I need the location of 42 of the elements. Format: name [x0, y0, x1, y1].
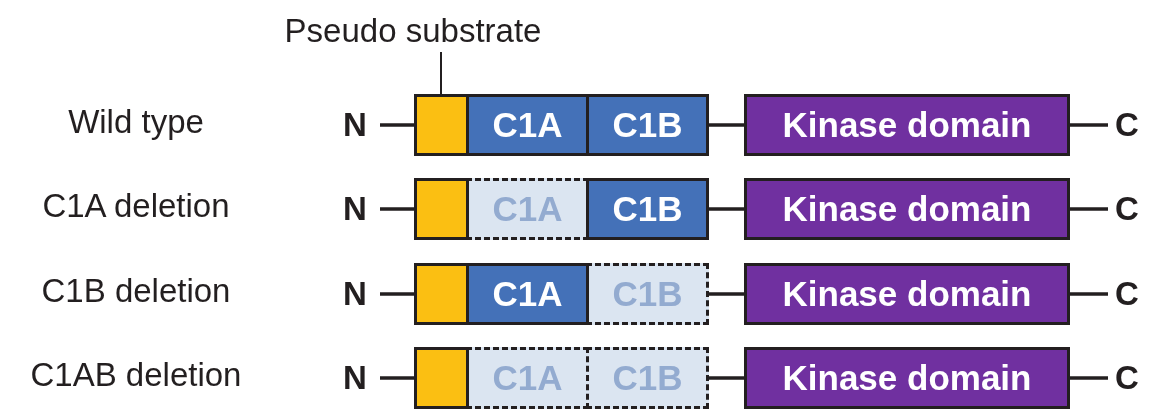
- terminus-label: C: [1108, 178, 1146, 240]
- domain-box: Kinase domain: [744, 347, 1070, 409]
- deleted-domain-box: C1A: [466, 347, 589, 409]
- linker-line: [380, 292, 414, 296]
- domain-box: C1B: [586, 178, 709, 240]
- domain-box: Kinase domain: [744, 178, 1070, 240]
- row-label: C1A deletion: [41, 187, 231, 225]
- terminus-label: N: [333, 263, 377, 325]
- domain-box: Kinase domain: [744, 94, 1070, 156]
- terminus-label: N: [333, 178, 377, 240]
- linker-line: [709, 123, 744, 127]
- domain-box: C1B: [586, 94, 709, 156]
- terminus-label: N: [333, 347, 377, 409]
- deleted-domain-box: C1B: [586, 347, 709, 409]
- linker-line: [380, 207, 414, 211]
- domain-box: [414, 94, 469, 156]
- terminus-label: C: [1108, 347, 1146, 409]
- domain-box: [414, 178, 469, 240]
- row-label: Wild type: [67, 103, 205, 141]
- row-label: C1AB deletion: [29, 356, 243, 394]
- linker-line: [709, 292, 744, 296]
- terminus-label: C: [1108, 94, 1146, 156]
- linker-line: [380, 376, 414, 380]
- linker-line: [709, 207, 744, 211]
- domain-box: [414, 347, 469, 409]
- linker-line: [1070, 292, 1108, 296]
- deleted-domain-box: C1B: [586, 263, 709, 325]
- linker-line: [709, 376, 744, 380]
- domain-box: C1A: [466, 263, 589, 325]
- annotation-text: Pseudo substrate: [253, 10, 573, 52]
- row-label: C1B deletion: [40, 272, 232, 310]
- deleted-domain-box: C1A: [466, 178, 589, 240]
- linker-line: [1070, 376, 1108, 380]
- terminus-label: N: [333, 94, 377, 156]
- domain-box: C1A: [466, 94, 589, 156]
- linker-line: [1070, 207, 1108, 211]
- leader-line: [440, 51, 442, 95]
- domain-box: Kinase domain: [744, 263, 1070, 325]
- linker-line: [1070, 123, 1108, 127]
- domain-box: [414, 263, 469, 325]
- terminus-label: C: [1108, 263, 1146, 325]
- linker-line: [380, 123, 414, 127]
